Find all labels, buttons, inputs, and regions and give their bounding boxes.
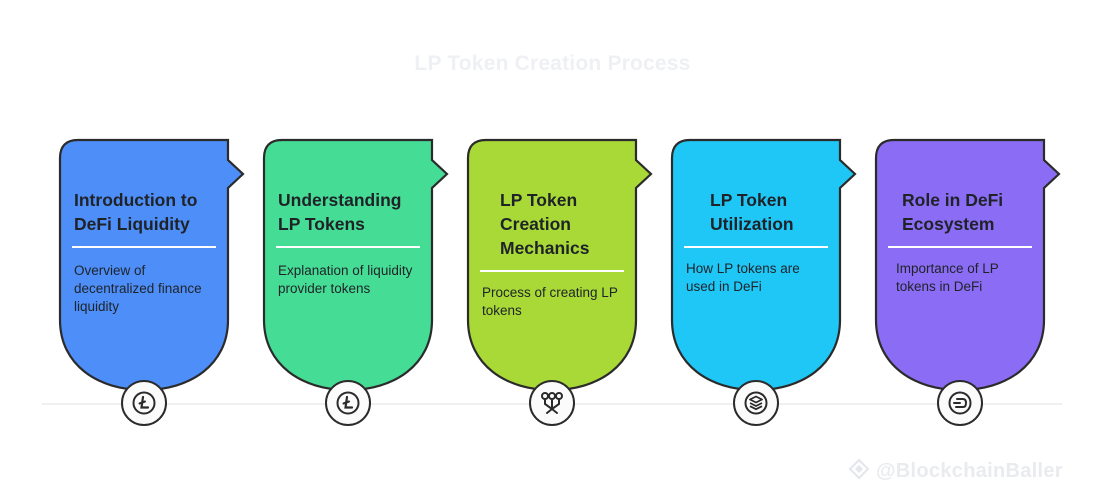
step-divider (480, 270, 624, 272)
step-description: Process of creating LP tokens (482, 285, 618, 318)
watermark: @BlockchainBaller (848, 458, 1063, 483)
step-divider (72, 246, 216, 248)
step-card-shape (874, 138, 1061, 392)
step-card-3: LP Token Creation Mechanics Process of c… (466, 138, 653, 392)
step-divider (888, 246, 1032, 248)
step-description: Explanation of liquidity provider tokens (278, 263, 413, 296)
layers-stack-icon (733, 380, 779, 426)
litecoin-icon (121, 380, 167, 426)
step-heading: Understanding LP Tokens (278, 190, 402, 234)
network-nodes-icon (529, 380, 575, 426)
step-card-2: Understanding LP Tokens Explanation of l… (262, 138, 449, 392)
step-card-4: LP Token Utilization How LP tokens are u… (670, 138, 857, 392)
dash-coin-icon (937, 380, 983, 426)
step-description: Importance of LP tokens in DeFi (896, 261, 999, 294)
step-divider (276, 246, 420, 248)
step-card-1: Introduction to DeFi Liquidity Overview … (58, 138, 245, 392)
diagram-title: LP Token Creation Process (414, 52, 691, 75)
litecoin-icon (325, 380, 371, 426)
step-description: How LP tokens are used in DeFi (686, 261, 800, 294)
step-heading: LP Token Utilization (710, 190, 794, 234)
step-card-shape (670, 138, 857, 392)
step-description: Overview of decentralized finance liquid… (74, 263, 202, 314)
step-heading: Introduction to DeFi Liquidity (74, 190, 198, 234)
step-heading: Role in DeFi Ecosystem (902, 190, 1004, 234)
brand-logo-icon (848, 458, 870, 480)
watermark-text: @BlockchainBaller (876, 460, 1063, 482)
step-divider (684, 246, 828, 248)
step-heading: LP Token Creation Mechanics (500, 190, 590, 258)
step-card-shape (262, 138, 449, 392)
step-card-shape (58, 138, 245, 392)
step-card-5: Role in DeFi Ecosystem Importance of LP … (874, 138, 1061, 392)
step-card-shape (466, 138, 653, 392)
